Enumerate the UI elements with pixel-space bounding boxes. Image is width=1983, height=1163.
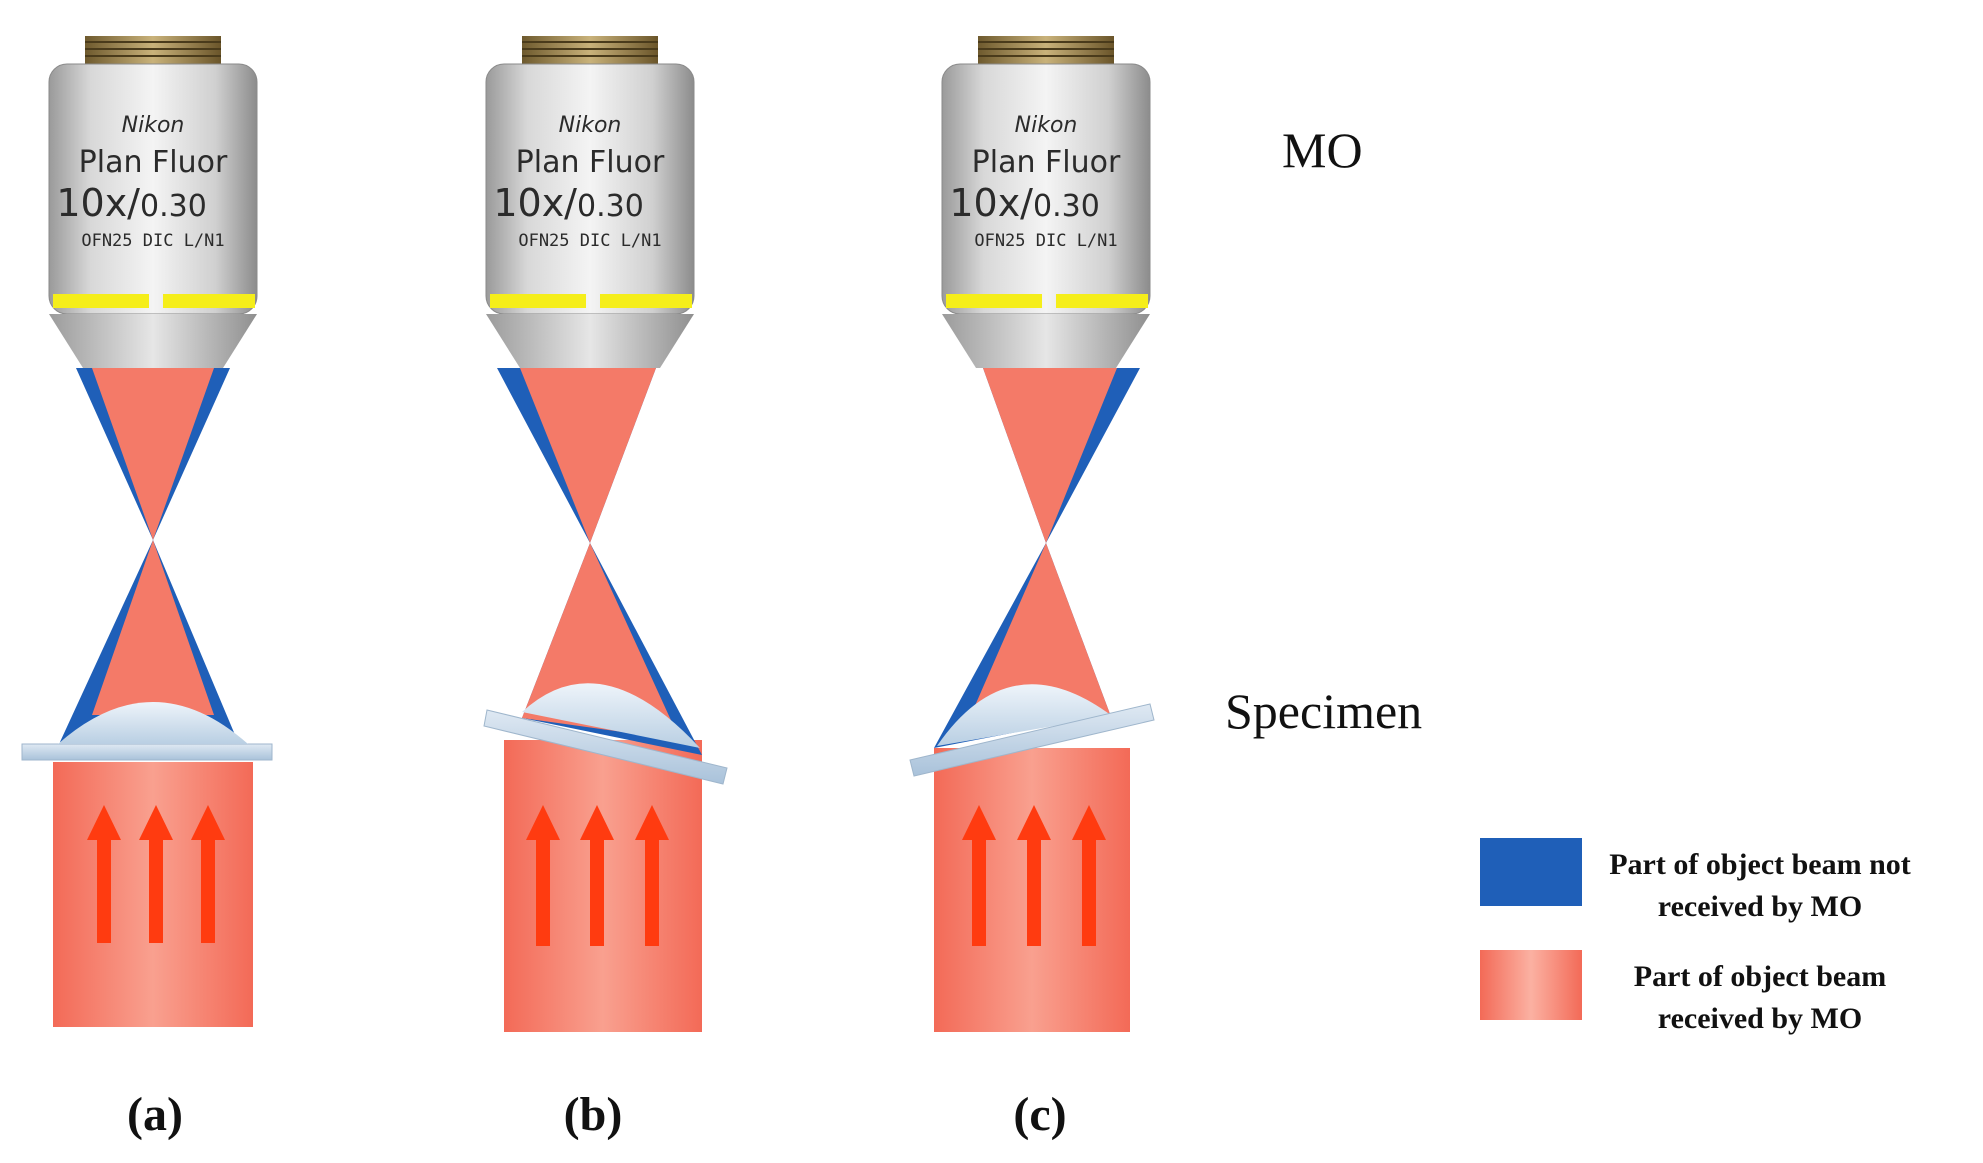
objective-line1: Plan Fluor [972, 145, 1121, 180]
mo-label: MO [1282, 122, 1363, 178]
objective-na: 0.30 [577, 189, 644, 224]
red-beam-a-bottom [92, 540, 214, 715]
red-beam-a-top [92, 368, 214, 540]
objective-brand: Nikon [1015, 113, 1078, 138]
objective-specs: OFN25 DIC L/N1 [81, 231, 224, 251]
panel-label-a: (a) [127, 1088, 183, 1141]
panel-label-c: (c) [1013, 1088, 1066, 1141]
legend-item-received: Part of object beam received by MO [1480, 950, 1886, 1035]
legend-swatch-blue [1480, 838, 1582, 906]
specimen-slide-a [21, 743, 273, 761]
legend-text-line1: Part of object beam not [1609, 848, 1911, 881]
objective-text-c: Nikon Plan Fluor 10x/ 0.30 OFN25 DIC L/N… [949, 113, 1121, 251]
legend-swatch-red [1480, 950, 1582, 1020]
legend-text-line2: received by MO [1658, 1002, 1862, 1035]
legend-item-not-received: Part of object beam not received by MO [1480, 838, 1911, 923]
panel-label-b: (b) [564, 1088, 623, 1141]
specimen-drop-c [937, 684, 1112, 746]
objective-text-b: Nikon Plan Fluor 10x/ 0.30 OFN25 DIC L/N… [493, 113, 665, 251]
arrows-a [87, 805, 225, 943]
specimen-drop-b [522, 683, 700, 748]
panel-c [909, 35, 1155, 1032]
objective-text-a: Nikon Plan Fluor 10x/ 0.30 OFN25 DIC L/N… [56, 113, 228, 251]
objective-line1: Plan Fluor [516, 145, 665, 180]
legend-text-line2: received by MO [1658, 890, 1862, 923]
panel-a [21, 35, 273, 1027]
objective-line1: Plan Fluor [79, 145, 228, 180]
arrows-b [526, 805, 669, 946]
legend: Part of object beam not received by MO P… [1480, 838, 1911, 1035]
objective-brand: Nikon [559, 113, 622, 138]
objective-mag: 10x/ [949, 181, 1033, 225]
objective-na: 0.30 [140, 189, 207, 224]
objective-mag: 10x/ [493, 181, 577, 225]
legend-text-line1: Part of object beam [1634, 960, 1886, 993]
specimen-drop-a [58, 702, 248, 744]
specimen-slide-b [483, 709, 728, 785]
objective-mag: 10x/ [56, 181, 140, 225]
arrows-c [962, 805, 1106, 946]
specimen-label: Specimen [1225, 683, 1422, 739]
objective-brand: Nikon [122, 113, 185, 138]
red-beam-b-top [520, 368, 656, 543]
panel-b [483, 35, 728, 1032]
objective-specs: OFN25 DIC L/N1 [974, 231, 1117, 251]
specimen-slide-c [909, 703, 1155, 777]
red-beam-c-top [983, 368, 1117, 543]
objective-specs: OFN25 DIC L/N1 [518, 231, 661, 251]
red-beam-c-bottom [960, 543, 1110, 740]
objective-na: 0.30 [1033, 189, 1100, 224]
